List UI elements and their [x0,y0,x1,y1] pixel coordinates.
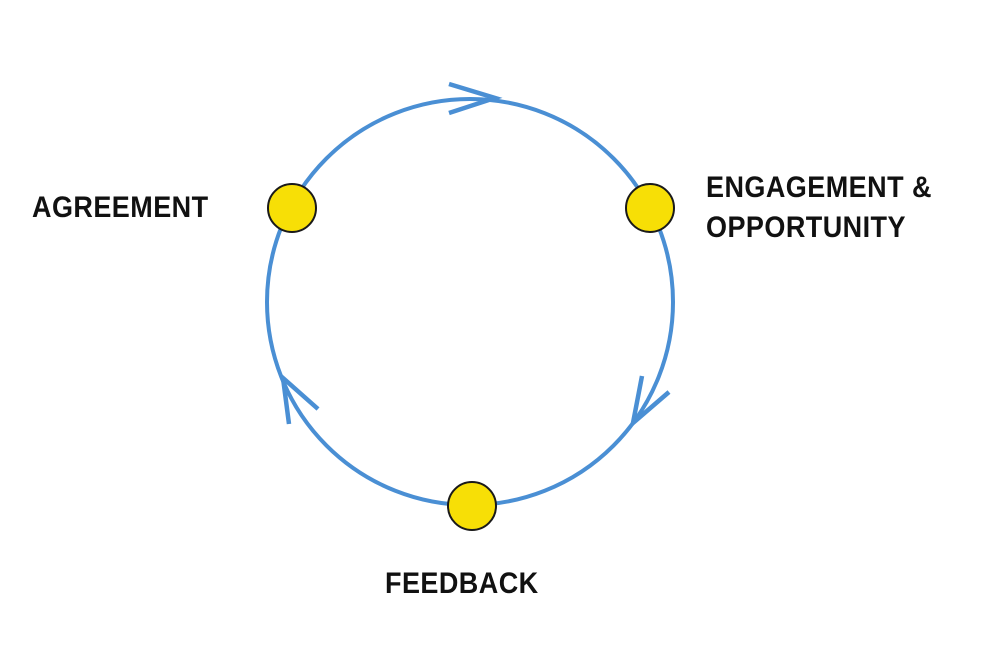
arrow-right-icon [629,375,671,429]
node-agreement-dot [267,183,317,233]
cycle-ring [265,97,675,507]
arrow-left-icon [279,372,320,425]
engagement-label-line-2: OPPORTUNITY [706,211,906,244]
arrow-top-icon [448,81,503,116]
node-engagement-dot [625,183,675,233]
feedback-label: FEEDBACK [385,567,539,600]
agreement-label: AGREEMENT [32,191,209,224]
node-feedback-dot [447,481,497,531]
engagement-label-line-1: ENGAGEMENT & [706,171,932,204]
engagement-opportunity-label: ENGAGEMENT & OPPORTUNITY [706,168,932,248]
